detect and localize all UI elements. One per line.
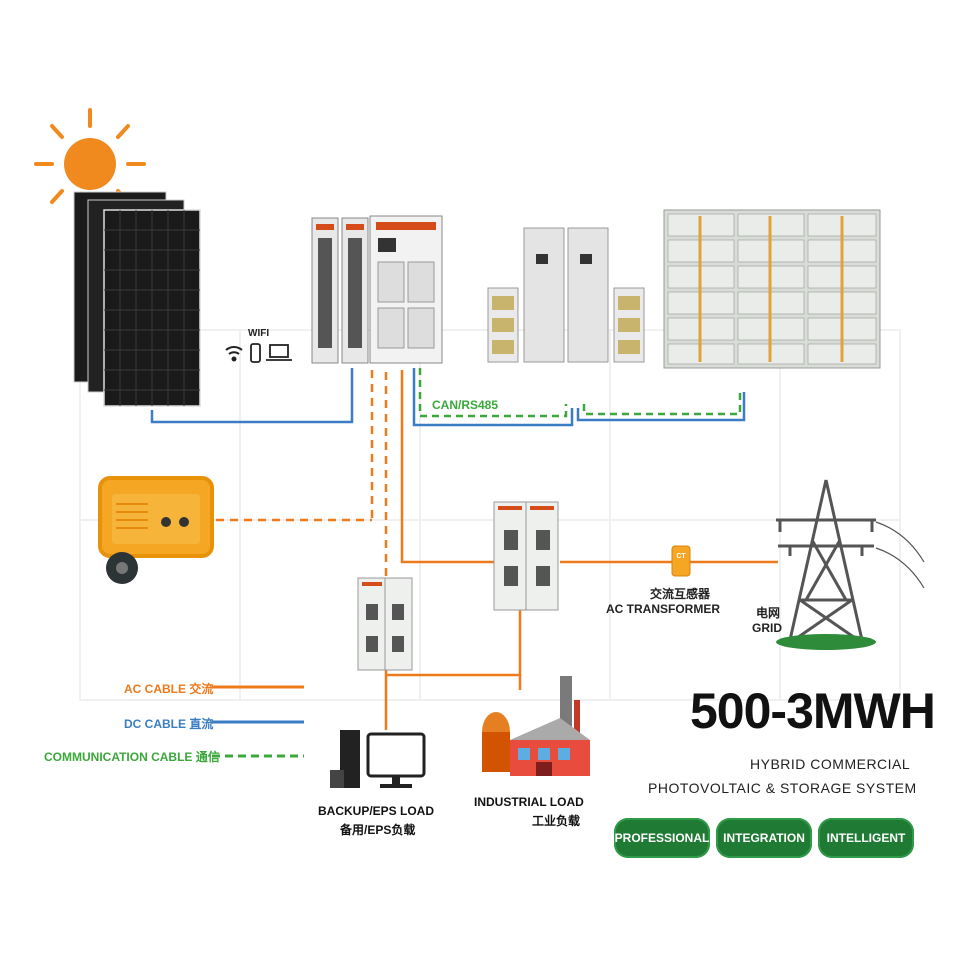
industrial-load-label: INDUSTRIAL LOAD — [474, 795, 584, 809]
ac-dashed-cables — [216, 370, 388, 578]
legend-comm-en: COMMUNICATION CABLE — [44, 750, 193, 764]
industrial-load-cn-label: 工业负载 — [532, 814, 581, 828]
transmission-tower-icon — [776, 479, 925, 642]
legend-comm: COMMUNICATION CABLE 通信 — [44, 748, 220, 765]
ct-badge: CT — [676, 553, 686, 560]
badge-professional: PROFESSIONAL — [614, 818, 710, 858]
capacity-title: 500-3MWH — [690, 683, 936, 739]
legend-comm-cn: 通信 — [195, 750, 220, 764]
ac-transformer-label: AC TRANSFORMER — [606, 602, 720, 616]
battery-rack — [663, 209, 881, 369]
backup-load-cn-label: 备用/EPS负载 — [340, 823, 416, 837]
battery-cabinet — [487, 227, 645, 363]
sun-icon — [34, 108, 146, 204]
ac-cables — [384, 370, 778, 730]
subtitle-line1: HYBRID COMMERCIAL — [750, 756, 911, 772]
computer-icon — [330, 730, 426, 788]
wifi-icon — [225, 346, 243, 362]
badge-integration: INTEGRATION — [716, 818, 812, 858]
legend-ac-en: AC CABLE — [124, 682, 186, 696]
phone-icon — [250, 343, 261, 363]
can-rs485-label: CAN/RS485 — [432, 398, 499, 412]
badge-intelligent: INTELLIGENT — [818, 818, 914, 858]
grid-label: GRID — [752, 621, 782, 635]
factory-icon — [482, 676, 590, 776]
dc-cables — [150, 368, 746, 427]
grid-cn-label: 电网 — [756, 606, 781, 620]
subtitle-line2: PHOTOVOLTAIC & STORAGE SYSTEM — [648, 780, 917, 796]
ac-transformer-cn-label: 交流互感器 — [650, 587, 711, 601]
comm-cables — [418, 368, 742, 418]
legend-dc-cn: 直流 — [189, 717, 214, 731]
laptop-icon — [266, 344, 292, 361]
legend-ac-cn: 交流 — [189, 682, 214, 696]
backup-load-label: BACKUP/EPS LOAD — [318, 804, 435, 818]
generator-icon — [98, 476, 214, 584]
ct-transformer-icon: CT — [671, 545, 691, 577]
grass-icon — [776, 634, 876, 650]
solar-panel-icon — [73, 191, 201, 407]
distribution-cabinet — [357, 501, 559, 671]
legend-dc-en: DC CABLE — [124, 717, 186, 731]
legend-dc: DC CABLE 直流 — [124, 715, 213, 732]
inverter-cabinet — [311, 215, 443, 364]
legend-ac: AC CABLE 交流 — [124, 680, 213, 697]
wifi-label: WIFI — [248, 328, 270, 339]
